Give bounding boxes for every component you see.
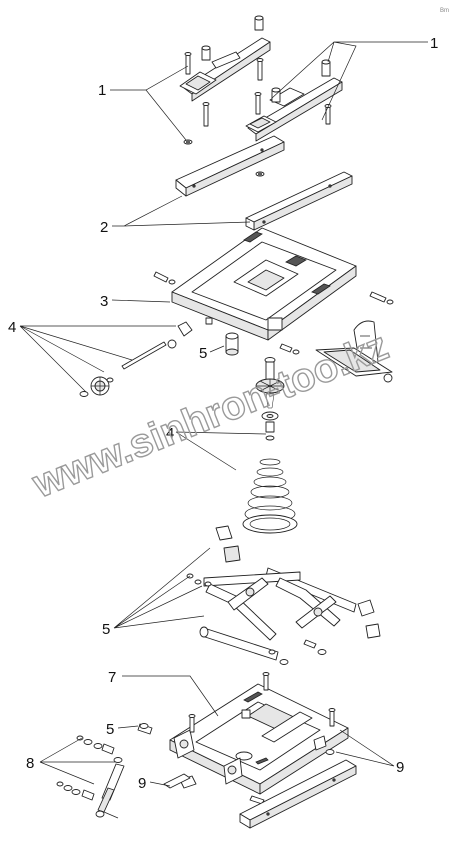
part-5-scissor-mechanism: [186, 525, 381, 665]
callout-5-scissor: 5: [102, 621, 110, 638]
watermark-text: www.sinhron-too.kz: [26, 324, 394, 507]
corner-mark: Bm: [440, 8, 449, 14]
part-5-bumper: [225, 332, 239, 356]
center-gear-stack: [255, 357, 285, 441]
callout-9-right: 9: [396, 759, 404, 776]
part-3-top-frame: [153, 227, 394, 341]
part-9-base-rails: [163, 759, 357, 829]
part-1-slide-rails: [179, 15, 343, 177]
callout-8: 8: [26, 755, 34, 772]
part-4-adjuster-shaft: [79, 321, 193, 397]
callout-7: 7: [108, 669, 116, 686]
callout-2: 2: [100, 219, 108, 236]
part-8-shock-absorbers: [56, 735, 125, 818]
callout-4-center: 4: [166, 425, 174, 442]
callout-9-left: 9: [138, 775, 146, 792]
leader-lines: [19, 41, 428, 819]
part-7-base-frame: [137, 672, 349, 807]
lift-strap: [279, 320, 393, 383]
callout-1-left: 1: [98, 82, 106, 99]
callout-4-left: 4: [8, 319, 16, 336]
callout-numbers: 1 1 2 3 4 5 4 5 7 5 8 9 9: [8, 35, 438, 792]
callout-1-right: 1: [430, 35, 438, 52]
callout-3: 3: [100, 293, 108, 310]
callout-5-mid: 5: [199, 345, 207, 362]
part-2-mounting-rails: [175, 135, 353, 231]
conical-spring: [242, 458, 298, 534]
callout-5-base: 5: [106, 721, 114, 738]
